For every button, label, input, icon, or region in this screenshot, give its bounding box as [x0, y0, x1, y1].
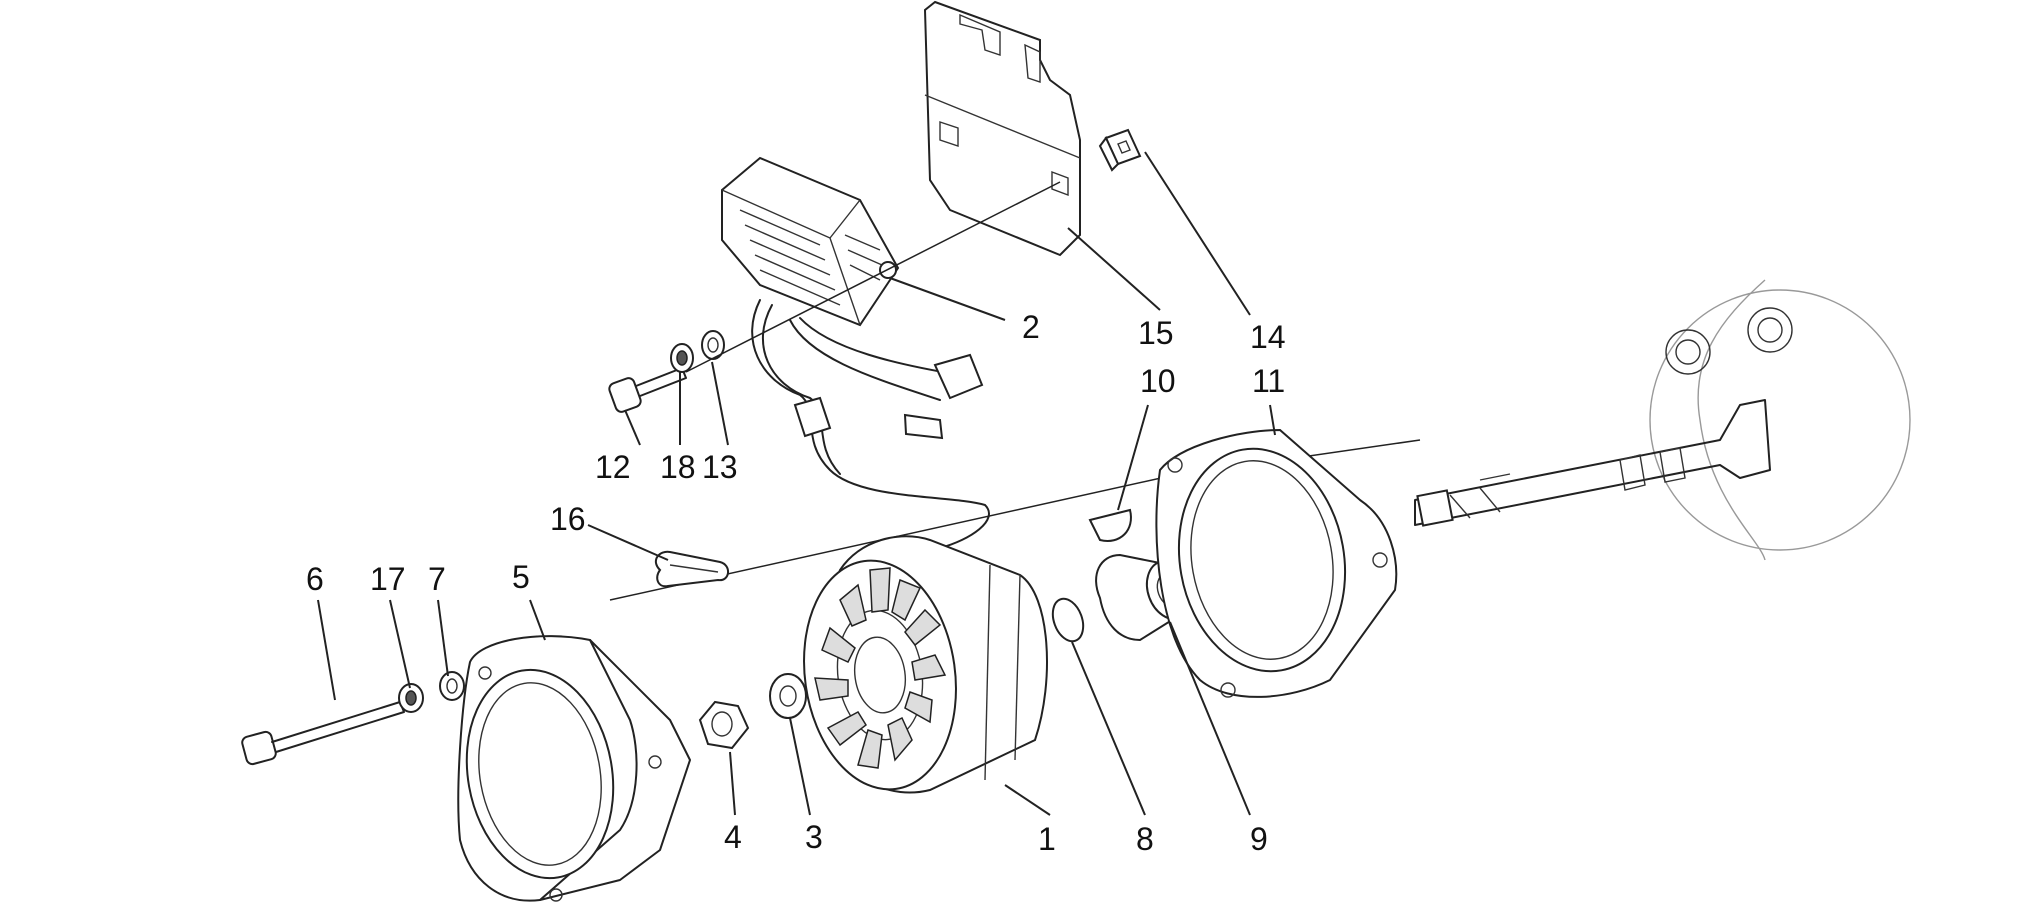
engine-casing-outline [1649, 279, 1911, 561]
part-3-washer [769, 673, 807, 719]
callout-13: 13 [702, 449, 738, 485]
crankshaft [1414, 399, 1771, 527]
callout-7: 7 [428, 561, 446, 597]
leader-10 [1117, 404, 1149, 511]
callout-15: 15 [1138, 315, 1174, 351]
part-11-rear-cover [1155, 428, 1398, 698]
callout-8: 8 [1136, 821, 1154, 857]
leader-13 [711, 361, 729, 446]
leader-11 [1269, 404, 1276, 436]
leader-9 [1169, 621, 1251, 816]
part-4-nut [698, 700, 750, 750]
leader-3 [789, 717, 811, 816]
callout-labels: 1 2 3 4 5 6 7 8 9 10 11 12 13 14 15 16 1… [306, 309, 1286, 857]
leader-12 [624, 409, 641, 446]
leader-6 [317, 599, 336, 701]
leader-5 [529, 599, 546, 641]
leader-8 [1071, 641, 1146, 816]
part-12-screw [608, 367, 687, 413]
callout-18: 18 [660, 449, 696, 485]
regulator-mount-axis [685, 181, 1061, 373]
leader-4 [729, 751, 736, 816]
part-10-half-moon-key [1088, 508, 1132, 542]
callout-1: 1 [1038, 821, 1056, 857]
callout-17: 17 [370, 561, 406, 597]
callout-9: 9 [1250, 821, 1268, 857]
part-6-bolt [241, 701, 405, 766]
leader-16 [587, 524, 669, 561]
callout-4: 4 [724, 819, 742, 855]
part-14-clip [1098, 128, 1142, 172]
part-7-washer [439, 671, 465, 701]
leader-7 [437, 599, 449, 677]
callout-leaders [317, 151, 1276, 816]
callout-11: 11 [1252, 363, 1285, 399]
callout-14: 14 [1250, 319, 1286, 355]
part-5-front-cover [457, 635, 691, 902]
part-16-key [654, 550, 729, 588]
callout-16: 16 [550, 501, 586, 537]
stator-poles [814, 567, 947, 769]
part-8-circlip [1051, 597, 1085, 643]
part-13-washer [701, 330, 725, 360]
part-2-regulator [721, 156, 900, 327]
callout-12: 12 [595, 449, 631, 485]
leader-2 [889, 277, 1006, 321]
leader-14 [1144, 151, 1251, 316]
part-17-washer [398, 683, 424, 713]
part-18-washer [670, 343, 694, 373]
leader-1 [1004, 784, 1051, 816]
leader-17 [389, 599, 411, 689]
wiring-harness [751, 299, 990, 549]
callout-10: 10 [1140, 363, 1176, 399]
callout-2: 2 [1022, 309, 1040, 345]
part-1-stator [803, 535, 1048, 794]
callout-3: 3 [805, 819, 823, 855]
part-15-mounting-plate [923, 0, 1081, 257]
callout-6: 6 [306, 561, 324, 597]
leader-15 [1067, 227, 1161, 311]
callout-5: 5 [512, 559, 530, 595]
